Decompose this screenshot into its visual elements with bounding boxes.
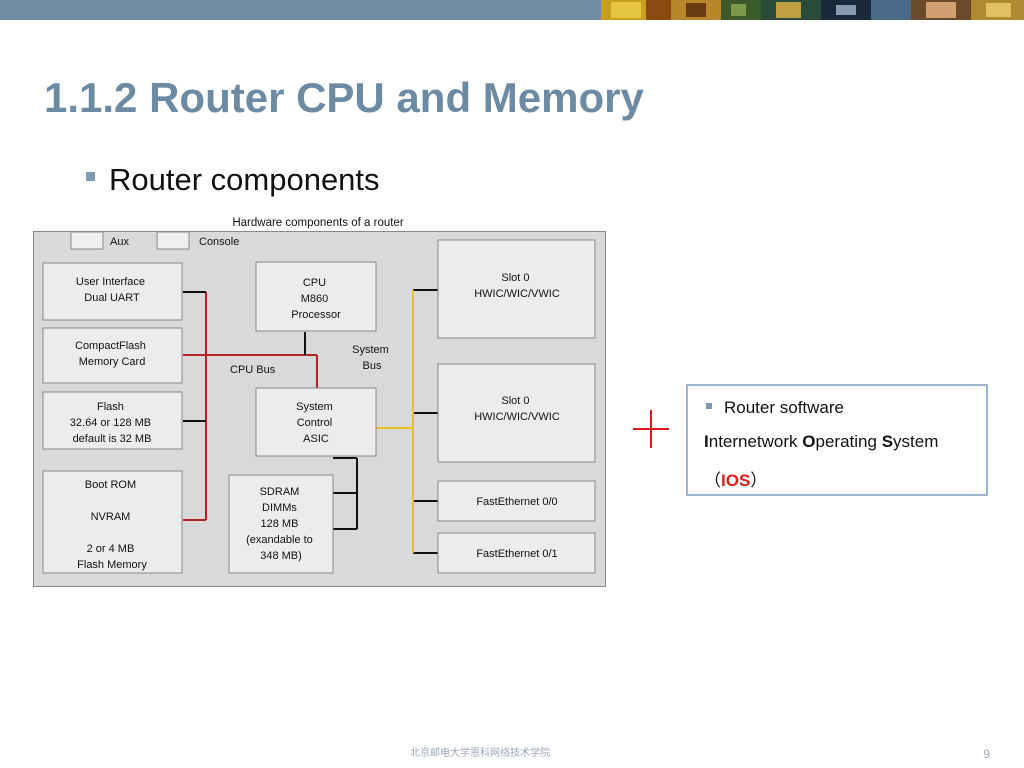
user-interface-box xyxy=(42,262,183,321)
system-bus-label-2: Bus xyxy=(363,360,382,372)
letter-s: S xyxy=(881,432,894,451)
bootrom-label-4: Flash Memory xyxy=(77,559,147,571)
slot0b-label-1: Slot 0 xyxy=(501,395,529,407)
svg-text:System Bus: System Bus xyxy=(352,344,392,372)
user-interface-label-2: Dual UART xyxy=(84,292,140,304)
footer-text: 北京邮电大学恩科网络技术学院 xyxy=(410,748,550,759)
flash-box xyxy=(42,391,183,450)
word-system-rest: ystem xyxy=(893,432,939,451)
letter-i: I xyxy=(704,432,709,451)
cpu-label-2: M860 xyxy=(301,293,329,305)
system-bus-label-1: System xyxy=(352,344,389,356)
svg-text:CPU M860 Processor: CPU M860 Processor xyxy=(291,277,341,321)
svg-text:User Interface Dual UART: User Interface Dual UART xyxy=(76,276,148,304)
aux-label: Aux xyxy=(110,236,129,248)
sdram-label-3: 128 MB xyxy=(261,518,299,530)
bootrom-label-3: 2 or 4 MB xyxy=(87,543,135,555)
svg-text:Slot 0 HWIC/WIC/VWIC: Slot 0 HWIC/WIC/VWIC xyxy=(474,272,560,300)
svg-text:Slot 0 HWIC/WIC/VWIC: Slot 0 HWIC/WIC/VWIC xyxy=(474,395,560,423)
slide-title: 1.1.2 Router CPU and Memory xyxy=(44,74,644,121)
slot0-box-b xyxy=(437,363,596,463)
ios-abbrev: （IOS） xyxy=(704,466,767,491)
software-heading-text: Router software xyxy=(724,398,844,417)
close-paren: ） xyxy=(750,471,768,490)
bullet-square-icon xyxy=(86,172,95,182)
svg-text:Boot ROM NVRAM 2 o: Boot ROM NVRAM 2 or 4 MB Flash Memory xyxy=(77,479,147,571)
bullet-router-components: Router components xyxy=(86,162,380,198)
letter-o: O xyxy=(802,432,816,451)
software-heading: Router software xyxy=(706,398,844,418)
svg-text:SDRAM DIMMs 128 MB: SDRAM DIMMs 128 MB (exandable to 348 MB) xyxy=(246,486,316,562)
console-label: Console xyxy=(199,236,239,248)
compactflash-box xyxy=(42,327,183,384)
sdram-label-1: SDRAM xyxy=(260,486,300,498)
slot0b-label-2: HWIC/WIC/VWIC xyxy=(474,411,560,423)
slot0a-label-2: HWIC/WIC/VWIC xyxy=(474,288,560,300)
plus-sign xyxy=(629,388,673,468)
word-operating-rest: perating xyxy=(815,432,882,451)
compactflash-label-1: CompactFlash xyxy=(75,340,146,352)
cpu-box xyxy=(255,261,377,332)
svg-text:CompactFlash Memory Card: CompactFlash Memory Card xyxy=(75,340,149,368)
flash-label-3: default is 32 MB xyxy=(73,433,152,445)
fastethernet-0-0-label: FastEthernet 0/0 xyxy=(476,496,557,508)
user-interface-label-1: User Interface xyxy=(76,276,145,288)
page-number: 9 xyxy=(983,747,990,761)
ios-label: IOS xyxy=(721,471,751,490)
sdram-label-2: DIMMs xyxy=(262,502,297,514)
slot0-box-a xyxy=(437,239,596,339)
bullet-square-icon xyxy=(706,402,712,409)
word-internetwork-rest: nternetwork xyxy=(708,432,803,451)
cpu-bus-wires xyxy=(183,292,318,521)
system-bus-wires xyxy=(376,290,414,553)
ios-full-name: Internetwork Operating System xyxy=(704,432,938,452)
bootrom-box xyxy=(42,470,183,574)
asic-box xyxy=(255,387,377,457)
router-software-box: Router software Internetwork Operating S… xyxy=(686,384,988,496)
diagram-caption: Hardware components of a router xyxy=(232,217,403,229)
sdram-label-5: 348 MB) xyxy=(260,550,302,562)
fastethernet-0-1-label: FastEthernet 0/1 xyxy=(476,548,557,560)
fastethernet-0-1-box xyxy=(437,532,596,574)
flash-label-2: 32.64 or 128 MB xyxy=(70,417,151,429)
svg-text:Flash 32.64 or 128 MB: Flash 32.64 or 128 MB default is 32 MB xyxy=(70,401,154,445)
fastethernet-0-0-box xyxy=(437,480,596,522)
asic-label-3: ASIC xyxy=(303,433,329,445)
bullet-text: Router components xyxy=(109,162,380,197)
svg-text:System Control ASI: System Control ASIC xyxy=(296,401,336,445)
asic-label-2: Control xyxy=(297,417,332,429)
flash-label-1: Flash xyxy=(97,401,124,413)
aux-port xyxy=(70,231,104,250)
slot0a-label-1: Slot 0 xyxy=(501,272,529,284)
sdram-box xyxy=(228,474,334,574)
router-hardware-diagram: Hardware components of a router Aux Cons… xyxy=(33,213,608,588)
cpu-bus-label: CPU Bus xyxy=(230,364,276,376)
console-port xyxy=(156,231,190,250)
cpu-label-1: CPU xyxy=(303,277,326,289)
sdram-label-4: (exandable to xyxy=(246,534,313,546)
bootrom-label-1: Boot ROM xyxy=(85,479,136,491)
cpu-label-3: Processor xyxy=(291,309,341,321)
asic-label-1: System xyxy=(296,401,333,413)
header-photo-strip xyxy=(601,0,1024,20)
compactflash-label-2: Memory Card xyxy=(79,356,146,368)
open-paren: （ xyxy=(704,471,721,490)
bootrom-label-2: NVRAM xyxy=(91,511,131,523)
